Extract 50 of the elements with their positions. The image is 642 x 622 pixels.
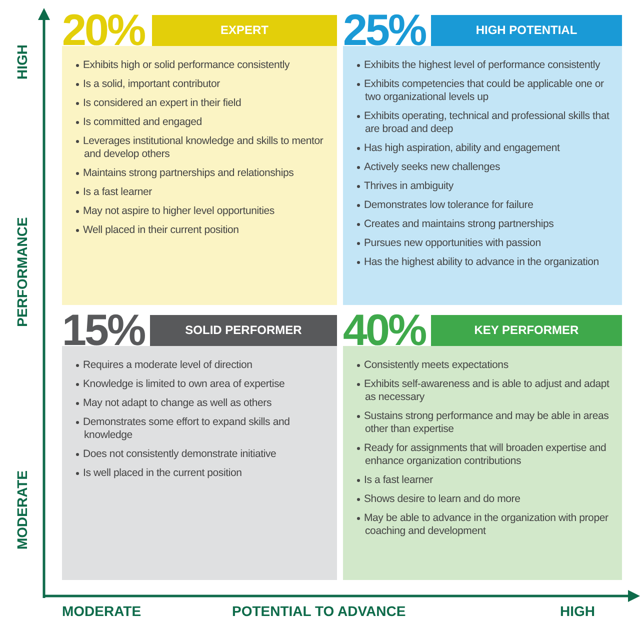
percentage-label: 40% xyxy=(343,309,426,353)
bullet-text: Is a fast learner xyxy=(364,474,433,486)
bullet-text: Is considered an expert in their field xyxy=(83,97,242,109)
bullet-text: Knowledge is limited to own area of expertise xyxy=(83,378,285,390)
bullet-text: Requires a moderate level of direction xyxy=(83,359,252,371)
bullet-text: Has the highest ability to advance in the organization xyxy=(364,256,599,268)
axis-label: HIGH xyxy=(560,603,595,619)
quadrant-panel xyxy=(62,15,337,305)
axis-label: MODERATE xyxy=(62,603,142,619)
quadrant-panel xyxy=(343,15,622,305)
bullet-text: Exhibits operating, technical and professional skills that are broad and deep xyxy=(364,110,610,135)
bullet-text: Has high aspiration, ability and engagement xyxy=(364,142,560,154)
quadrant-panel xyxy=(343,315,622,580)
bullet-text: Exhibits competencies that could be applicable one or two organizational levels up xyxy=(364,78,604,103)
bullet-text: Consistently meets expectations xyxy=(364,359,508,371)
axis-label: MODERATE xyxy=(14,470,30,550)
percentage-label: 25% xyxy=(343,9,426,53)
bullet-text: May be able to advance in the organization with proper coaching and development xyxy=(364,512,608,537)
bullet-text: Ready for assignments that will broaden expertise and enhance organization contributions xyxy=(364,442,606,467)
bullet-text: Is a solid, important contributor xyxy=(83,78,220,90)
title-banner: KEY PERFORMER xyxy=(431,315,622,346)
bullet-text: Exhibits self-awareness and is able to adjust and adapt as necessary xyxy=(364,378,610,403)
bullet-text: Maintains strong partnerships and relationships xyxy=(83,167,294,179)
axis-label: HIGH xyxy=(14,44,30,80)
bullet-text: Leverages institutional knowledge and skills to mentor and develop others xyxy=(83,135,324,160)
bullet-text: Does not consistently demonstrate initiative xyxy=(83,448,276,460)
bullet-text: Well placed in their current position xyxy=(83,224,239,236)
bullet-text: Actively seeks new challenges xyxy=(364,161,500,173)
bullet-text: Is well placed in the current position xyxy=(83,467,242,479)
axis-title: PERFORMANCE xyxy=(14,217,30,327)
axis-title: POTENTIAL TO ADVANCE xyxy=(232,603,406,619)
bullet-text: Pursues new opportunities with passion xyxy=(364,237,541,249)
bullet-text: May not aspire to higher level opportunities xyxy=(83,205,274,217)
bullet-text: Exhibits high or solid performance consistently xyxy=(83,59,290,71)
percentage-label: 15% xyxy=(62,309,144,353)
bullet-text: Thrives in ambiguity xyxy=(364,180,454,192)
title-banner: HIGH POTENTIAL xyxy=(431,15,622,46)
bullet-text: Is committed and engaged xyxy=(83,116,202,128)
bullet-text: Is a fast learner xyxy=(83,186,152,198)
title-banner: SOLID PERFORMER xyxy=(150,315,337,346)
bullet-text: Sustains strong performance and may be able in areas other than expertise xyxy=(364,410,609,435)
bullet-text: Creates and maintains strong partnerships xyxy=(364,218,554,230)
bullet-text: Demonstrates low tolerance for failure xyxy=(364,199,534,211)
title-banner: EXPERT xyxy=(152,15,337,46)
quadrant-panel xyxy=(62,315,337,580)
bullet-text: May not adapt to change as well as others xyxy=(83,397,272,409)
bullet-text: Shows desire to learn and do more xyxy=(364,493,520,505)
percentage-label: 20% xyxy=(62,9,144,53)
bullet-text: Demonstrates some effort to expand skills and knowledge xyxy=(83,416,290,441)
bullet-text: Exhibits the highest level of performance consistently xyxy=(364,59,600,71)
